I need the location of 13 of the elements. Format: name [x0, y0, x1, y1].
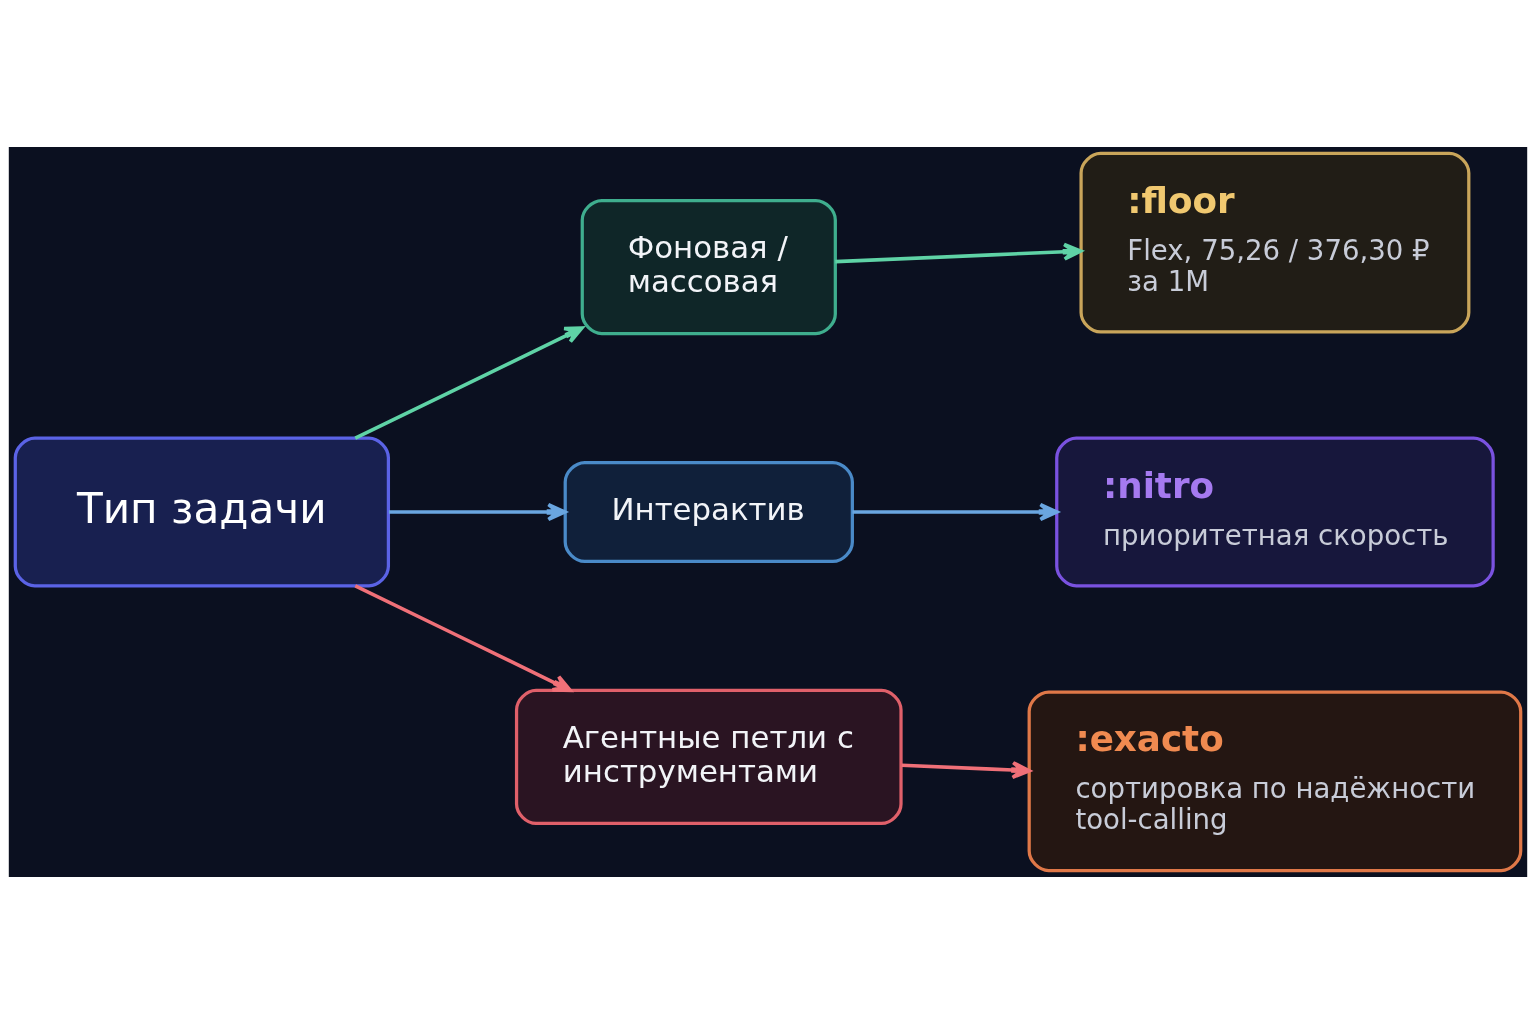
- arrow: [835, 242, 1083, 264]
- arrow: [901, 760, 1031, 780]
- arrow: [852, 502, 1059, 522]
- arrow: [354, 584, 572, 693]
- node-box: Интерактив: [563, 460, 854, 564]
- node-box: Агентные петли с инструментами: [514, 688, 903, 826]
- arrow: [388, 502, 567, 522]
- arrow: [354, 326, 584, 440]
- node-box: :floor Flex, 75,26 / 376,30 ₽ за 1M: [1079, 151, 1471, 334]
- node-box: :nitro приоритетная скорость: [1055, 436, 1495, 588]
- node-box: Тип задачи: [13, 436, 390, 588]
- node-box: :exacto сортировка по надёжности tool-calling: [1027, 690, 1523, 873]
- node-box: Фоновая / массовая: [580, 198, 837, 336]
